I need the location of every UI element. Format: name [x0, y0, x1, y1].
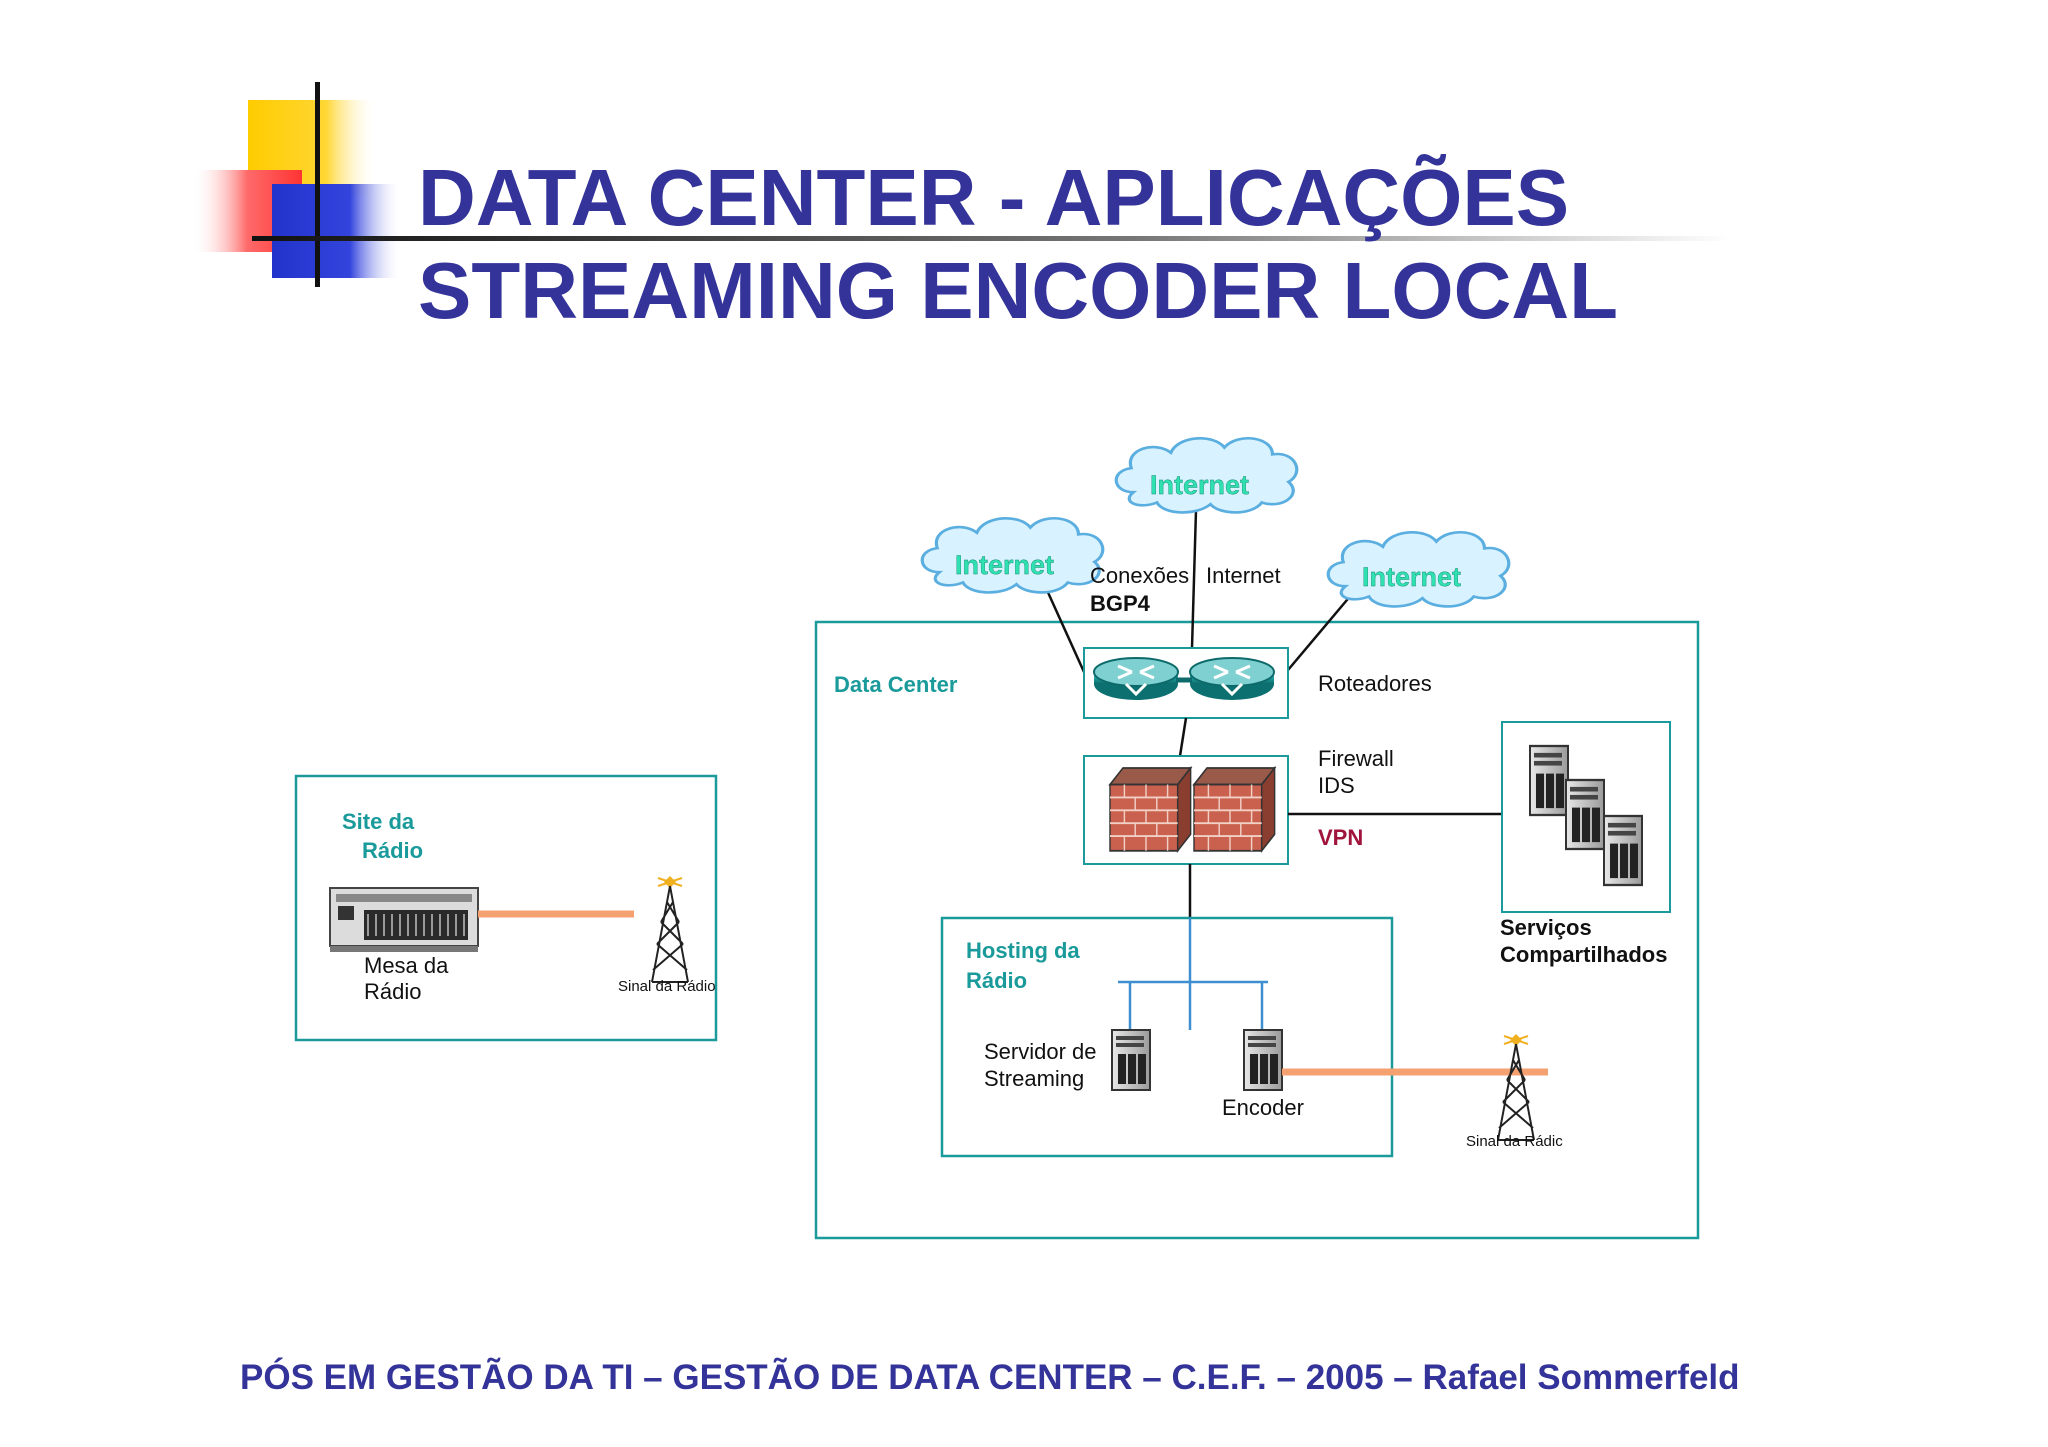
routers-box — [1083, 647, 1289, 719]
cloud-left-label: Internet — [955, 550, 1054, 580]
mesa-label-1: Mesa da — [364, 953, 449, 978]
streaming-server-icon — [1111, 1029, 1151, 1091]
dc-signal-label: Sinal da Rádic — [1466, 1133, 1563, 1150]
firewall-label: Firewall — [1318, 746, 1394, 771]
vpn-label: VPN — [1318, 825, 1363, 850]
cloud-right-label: Internet — [1362, 562, 1461, 592]
brick-wall-icon-1 — [1109, 767, 1192, 852]
shared-server-icon-3 — [1602, 814, 1644, 887]
shared-services-box — [1501, 721, 1671, 913]
site-label-2: Rádio — [362, 838, 423, 863]
internet-label: Internet — [1206, 563, 1281, 588]
site-frame — [294, 774, 718, 1042]
data-center-frame — [814, 620, 1700, 1240]
link-cloud-center — [1190, 509, 1198, 649]
internet-cloud-left: Internet — [920, 516, 1105, 595]
bgp-label-2: BGP4 — [1090, 591, 1151, 616]
hosting-frame — [940, 916, 1394, 1158]
streaming-server-label-2: Streaming — [984, 1066, 1084, 1091]
firewall-box — [1083, 755, 1289, 865]
internet-cloud-right: Internet — [1326, 530, 1511, 609]
cloud-center-label: Internet — [1150, 470, 1249, 500]
footer: PÓS EM GESTÃO DA TI – GESTÃO DE DATA CEN… — [240, 1357, 1740, 1397]
title-line-1: DATA CENTER - APLICAÇÕES — [418, 153, 1569, 242]
brick-wall-icon-2 — [1193, 767, 1276, 852]
routers-label: Roteadores — [1318, 671, 1432, 696]
mixer-desk-icon — [329, 887, 479, 952]
blue-square — [272, 184, 402, 278]
shared-server-icon-1 — [1528, 744, 1570, 817]
hosting-label-2: Rádio — [966, 968, 1027, 993]
title-decoration — [192, 82, 1732, 287]
link-routers-firewall — [1178, 717, 1188, 757]
shared-services-label-2: Compartilhados — [1500, 942, 1667, 967]
horizontal-rule — [252, 236, 1732, 241]
shared-server-icon-2 — [1564, 778, 1606, 851]
link-cloud-left — [1044, 587, 1086, 673]
internet-cloud-center: Internet — [1114, 436, 1299, 515]
mesa-label-2: Rádio — [364, 979, 421, 1004]
site-signal-label: Sinal da Rádio — [618, 978, 716, 995]
streaming-server-label-1: Servidor de — [984, 1039, 1097, 1064]
vertical-rule — [315, 82, 320, 287]
router-icon-1 — [1092, 656, 1180, 702]
router-icon-2 — [1188, 656, 1276, 702]
shared-services-label-1: Serviços — [1500, 915, 1592, 940]
bgp-label-1: Conexões — [1090, 563, 1189, 588]
hosting-label-1: Hosting da — [966, 938, 1080, 963]
site-tower-icon — [651, 875, 689, 983]
data-center-label: Data Center — [834, 672, 958, 697]
title-line-2: STREAMING ENCODER LOCAL — [418, 246, 1618, 335]
encoder-server-icon — [1243, 1029, 1283, 1091]
dc-tower-icon — [1497, 1033, 1535, 1141]
encoder-label: Encoder — [1222, 1095, 1304, 1120]
ids-label: IDS — [1318, 773, 1355, 798]
link-cloud-right — [1287, 593, 1353, 671]
hosting-box: Hosting da Rádio Servidor de Streaming E… — [940, 916, 1394, 1158]
site-da-radio-box: Site da Rádio Mesa da Rádio Sinal da Rád… — [294, 774, 718, 1042]
site-label-1: Site da — [342, 809, 415, 834]
